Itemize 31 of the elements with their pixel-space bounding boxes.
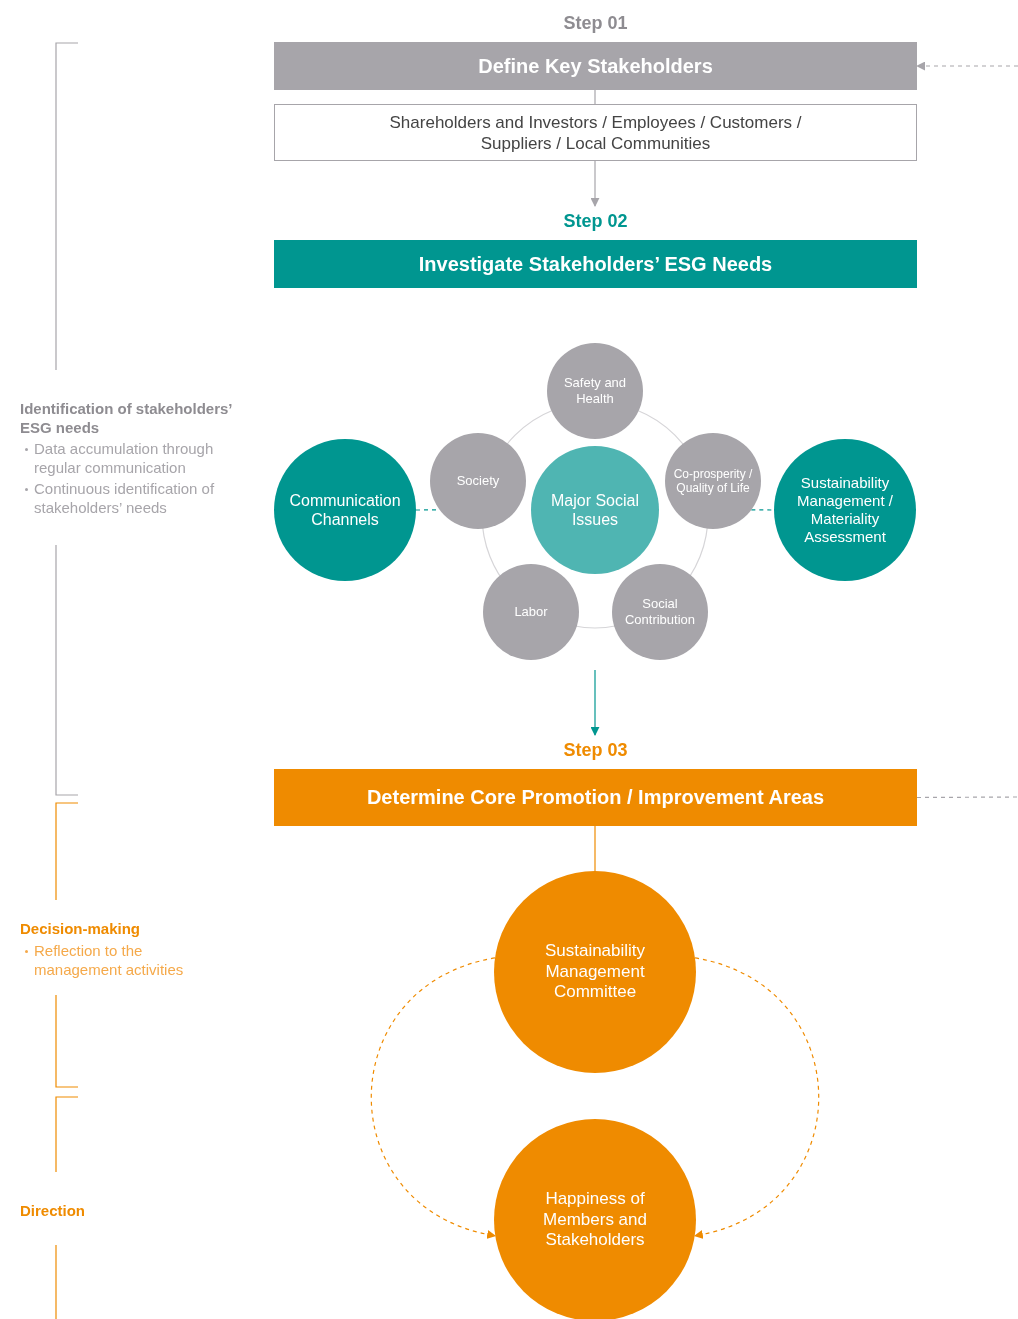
circle-node: Society: [430, 433, 526, 529]
section-heading: Direction: [20, 1202, 86, 1221]
text-box: Shareholders and Investors / Employees / Customers / Suppliers / Local Communities: [274, 104, 917, 161]
circle-node: Sustainability Management / Materiality Assessment: [774, 439, 916, 581]
step-heading: Step 03: [563, 739, 628, 762]
circle-node: Major Social Issues: [531, 446, 659, 574]
arrow: [916, 61, 1018, 71]
circle-node: Safety and Health: [547, 343, 643, 439]
circle-node: Communication Channels: [274, 439, 416, 581]
arrow: [693, 957, 820, 1238]
step-banner: Determine Core Promotion / Improvement Areas: [274, 769, 917, 826]
section-heading: Identification of stakeholders’ ESG needs: [20, 400, 233, 438]
circle-node: Sustainability Management Committee: [494, 871, 696, 1073]
note-text: Continuous identification of stakeholders’ needs: [34, 480, 216, 518]
connector-line: [594, 825, 596, 872]
step-heading: Step 01: [563, 12, 628, 35]
step-heading: Step 02: [563, 210, 628, 233]
step-banner: Investigate Stakeholders’ ESG Needs: [274, 240, 917, 288]
section-heading: Decision-making: [20, 920, 142, 939]
connector-line: [594, 89, 596, 105]
step-banner: Define Key Stakeholders: [274, 42, 917, 90]
arrow: [590, 160, 600, 207]
circle-node: Co-prosperity / Quality of Life: [665, 433, 761, 529]
circle-node: Social Contribution: [612, 564, 708, 660]
arrow: [370, 957, 497, 1238]
circle-node: Happiness of Members and Stakeholders: [494, 1119, 696, 1319]
note-text: Reflection to the management activities: [34, 942, 185, 980]
connector-line: [916, 796, 1018, 799]
circle-node: Labor: [483, 564, 579, 660]
note-text: Data accumulation through regular communication: [34, 440, 215, 478]
arrow: [590, 669, 600, 736]
